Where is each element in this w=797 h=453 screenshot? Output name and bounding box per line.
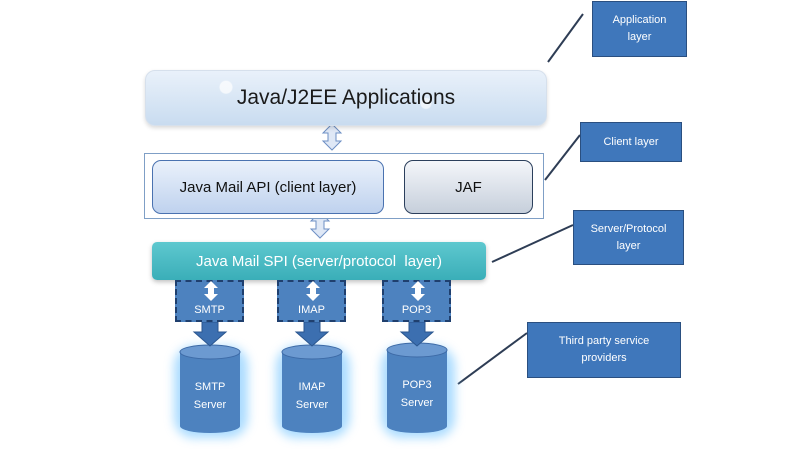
down-arrow-icon <box>399 321 435 347</box>
pop3-protocol-box: POP3 <box>382 280 451 322</box>
jaf-box: JAF <box>404 160 533 214</box>
smtp-server-cylinder <box>179 344 241 433</box>
imap-protocol-label: IMAP <box>298 304 325 316</box>
pop3-protocol-label: POP3 <box>401 304 432 316</box>
server-suffix: Server <box>295 399 329 411</box>
imap-protocol-box: IMAP <box>277 280 346 322</box>
java-mail-spi-bar: Java Mail SPI (server/protocol layer) <box>152 242 486 280</box>
third-party-leader-line <box>457 332 528 385</box>
java-mail-api-box: Java Mail API (client layer) <box>152 160 384 214</box>
smtp-protocol-box: SMTP <box>175 280 244 322</box>
spi-label: Java Mail SPI (server/protocol layer) <box>196 252 442 270</box>
pop3-server-cylinder <box>386 342 448 433</box>
imap-server-cylinder <box>281 344 343 433</box>
smtp-server: SMTP Server <box>180 350 240 430</box>
double-arrow-icon <box>411 281 425 301</box>
third-party-providers-callout: Third party service providers <box>527 322 681 378</box>
third-party-providers-callout-text: Third party service providers <box>558 335 650 364</box>
server-suffix: Server <box>193 399 227 411</box>
application-leader-line <box>547 13 584 63</box>
down-arrow-icon <box>294 321 330 347</box>
client-leader-line <box>544 134 581 181</box>
application-layer-callout: Application layer <box>592 1 687 57</box>
server-name: IMAP <box>298 381 326 393</box>
server-protocol-layer-callout: Server/Protocol layer <box>573 210 684 265</box>
server-protocol-layer-callout-text: Server/Protocol layer <box>590 222 667 252</box>
server-suffix: Server <box>400 397 434 409</box>
java-j2ee-applications-box: Java/J2EE Applications <box>145 70 547 126</box>
mail-api-label: Java Mail API (client layer) <box>179 178 357 196</box>
server-leader-line <box>491 224 574 263</box>
jaf-label: JAF <box>455 178 482 196</box>
pop3-server: POP3 Server <box>387 348 447 428</box>
double-arrow-icon <box>306 281 320 301</box>
client-layer-callout-text: Client layer <box>603 135 659 148</box>
down-arrow-icon <box>192 321 228 347</box>
server-name: POP3 <box>402 379 432 391</box>
applications-title: Java/J2EE Applications <box>236 86 456 109</box>
server-name: SMTP <box>194 381 226 393</box>
imap-server: IMAP Server <box>282 350 342 430</box>
double-arrow-icon <box>321 123 343 151</box>
client-layer-callout: Client layer <box>580 122 682 162</box>
application-layer-callout-text: Application layer <box>612 14 667 43</box>
double-arrow-icon <box>204 281 218 301</box>
smtp-protocol-label: SMTP <box>194 304 225 316</box>
